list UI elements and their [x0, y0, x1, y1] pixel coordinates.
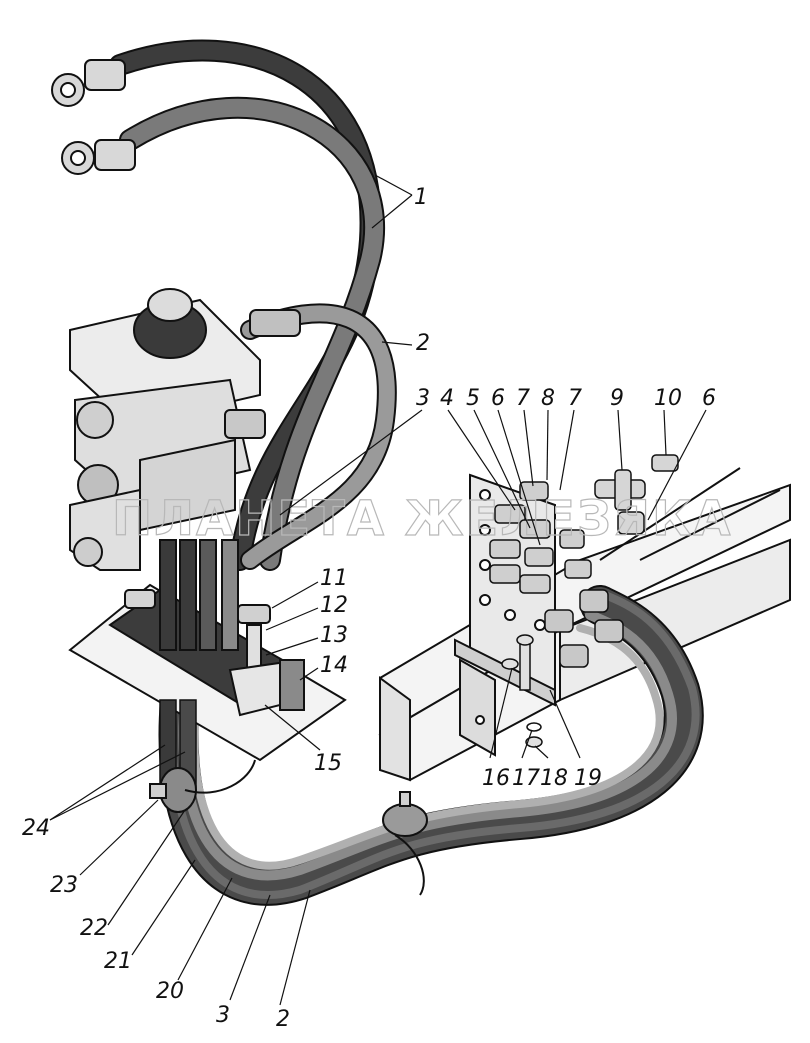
- callout-3-bottom: 3: [216, 1003, 230, 1028]
- hose-bundle: [158, 585, 704, 906]
- callout-6-right: 6: [702, 386, 716, 411]
- elbow-fitting: [617, 511, 645, 535]
- callout-2-top: 2: [416, 331, 430, 356]
- callout-12: 12: [320, 593, 348, 618]
- callout-13: 13: [320, 623, 348, 648]
- callout-3-top: 3: [416, 386, 430, 411]
- brake-valve: [69, 288, 301, 571]
- callout-21: 21: [104, 949, 132, 974]
- callout-5: 5: [466, 386, 480, 411]
- callout-9: 9: [610, 386, 624, 411]
- callout-14: 14: [320, 653, 348, 678]
- callout-10: 10: [654, 386, 682, 411]
- leader-lines: [49, 174, 707, 1006]
- callout-1: 1: [414, 185, 428, 210]
- callout-4: 4: [440, 386, 454, 411]
- callout-23: 23: [50, 873, 78, 898]
- coupling-heads: [51, 59, 136, 175]
- callout-19: 19: [574, 766, 602, 791]
- watermark-text: ПЛАНЕТА ЖЕЛЕЗЯКА: [112, 491, 732, 547]
- callout-6-left: 6: [491, 386, 505, 411]
- callout-20: 20: [156, 979, 184, 1004]
- callout-2-bottom: 2: [276, 1007, 290, 1032]
- bracket-fittings: [489, 481, 592, 594]
- callout-8: 8: [541, 386, 555, 411]
- plug-fitting: [651, 454, 679, 472]
- bulkhead-plate: [68, 539, 347, 762]
- callout-24: 24: [22, 816, 50, 841]
- hose-clamp-lower: [149, 759, 256, 813]
- callout-11: 11: [320, 566, 348, 591]
- callout-22: 22: [80, 916, 108, 941]
- callout-15: 15: [314, 751, 342, 776]
- bolt-nut-washer: [501, 634, 543, 748]
- callout-17: 17: [512, 766, 540, 791]
- hose-end-fittings: [544, 589, 624, 668]
- tee-fitting: [594, 469, 646, 511]
- callout-18: 18: [540, 766, 568, 791]
- callout-16: 16: [482, 766, 510, 791]
- lower-hose-stubs: [159, 699, 197, 791]
- upper-hoses: [109, 39, 397, 571]
- callout-7-right: 7: [568, 386, 582, 411]
- hose-clamp: [382, 791, 428, 896]
- callout-7-left: 7: [516, 386, 530, 411]
- callout-labels: 1 2 3 4 5 6 7 8 7 9 10 6 11 12 13 14 15 …: [22, 185, 716, 1032]
